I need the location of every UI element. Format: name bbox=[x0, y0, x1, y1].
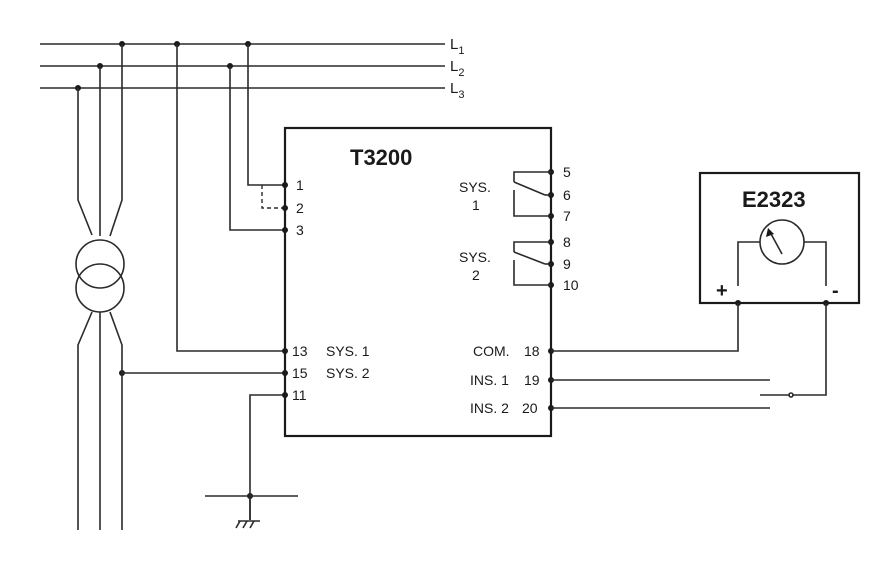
sys2-relay-contact bbox=[513, 241, 551, 286]
e2323-unit: E2323 + - bbox=[698, 171, 861, 306]
terminal-1: 1 bbox=[296, 177, 304, 193]
terminal-2: 2 bbox=[296, 200, 304, 216]
transformer-symbol bbox=[75, 44, 125, 530]
t3200-box bbox=[283, 126, 553, 438]
sys1-relay-number: 1 bbox=[472, 197, 480, 213]
terminal-19: 19 bbox=[524, 372, 540, 388]
label-l3: L3 bbox=[450, 80, 464, 101]
terminal-10: 10 bbox=[563, 277, 579, 293]
transformer-secondary-coil bbox=[75, 263, 125, 313]
terminal-13: 13 bbox=[292, 343, 308, 359]
terminal-5: 5 bbox=[563, 164, 571, 180]
label-l2: L2 bbox=[450, 58, 464, 79]
terminal-18: 18 bbox=[524, 343, 540, 359]
com-label: COM. bbox=[473, 343, 510, 359]
ins1-label: INS. 1 bbox=[470, 372, 509, 388]
sys2-relay-label: SYS. bbox=[459, 249, 491, 265]
supply-wires bbox=[122, 44, 285, 520]
output-wires bbox=[551, 303, 827, 409]
e2323-minus: - bbox=[832, 280, 839, 302]
sys1-input-label: SYS. 1 bbox=[326, 343, 370, 359]
junction-dots bbox=[75, 41, 253, 499]
label-l1: L1 bbox=[450, 36, 464, 57]
terminal-11: 11 bbox=[292, 387, 307, 403]
transformer-primary-coil bbox=[75, 239, 125, 289]
e2323-box bbox=[698, 171, 861, 305]
terminal-3: 3 bbox=[296, 222, 304, 238]
phase-lines: L1 L2 L3 bbox=[40, 36, 464, 101]
t3200-title: T3200 bbox=[350, 145, 412, 170]
sys2-input-label: SYS. 2 bbox=[326, 365, 370, 381]
terminal-6: 6 bbox=[563, 187, 571, 203]
sys2-relay-number: 2 bbox=[472, 267, 480, 283]
ins2-label: INS. 2 bbox=[470, 400, 509, 416]
t3200-unit: T3200 1 2 3 13 15 11 SYS. 1 SYS. 2 5 6 7… bbox=[282, 126, 579, 438]
earth-symbol bbox=[205, 495, 298, 529]
sys1-relay-contact bbox=[513, 171, 551, 217]
terminal-7: 7 bbox=[563, 208, 571, 224]
e2323-title: E2323 bbox=[742, 187, 806, 212]
terminal-9: 9 bbox=[563, 256, 571, 272]
terminal-20: 20 bbox=[522, 400, 538, 416]
terminal-8: 8 bbox=[563, 234, 571, 250]
meter-icon bbox=[759, 219, 805, 265]
sys1-relay-label: SYS. bbox=[459, 179, 491, 195]
terminal-15: 15 bbox=[292, 365, 308, 381]
e2323-plus: + bbox=[716, 280, 728, 302]
